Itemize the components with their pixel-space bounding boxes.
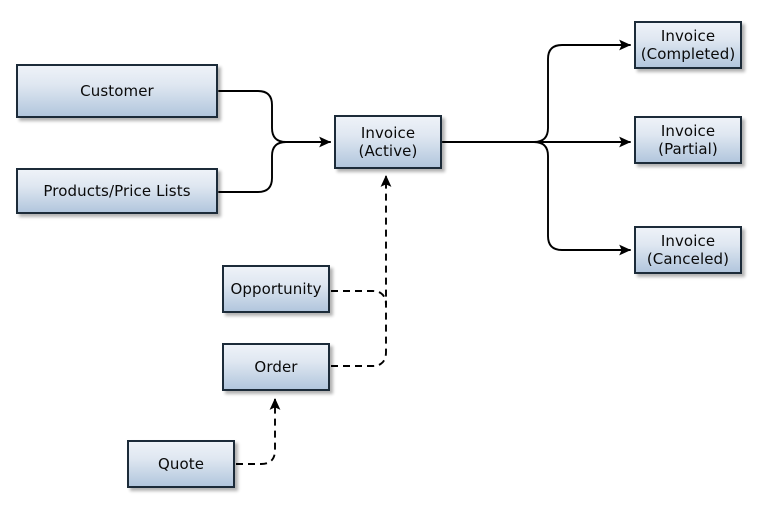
node-invoice-active-label: Invoice (Active) xyxy=(358,124,418,160)
node-customer[interactable]: Customer xyxy=(16,64,218,118)
node-invoice-completed-label: Invoice (Completed) xyxy=(640,27,736,63)
node-invoice-partial-label: Invoice (Partial) xyxy=(658,122,718,158)
node-opportunity[interactable]: Opportunity xyxy=(222,265,330,313)
edge-opportunity-to-invoice xyxy=(331,175,392,306)
edge-quote-to-order xyxy=(236,398,281,465)
node-invoice-completed[interactable]: Invoice (Completed) xyxy=(634,21,742,69)
node-order[interactable]: Order xyxy=(222,343,330,391)
node-order-label: Order xyxy=(254,358,298,376)
node-invoice-active[interactable]: Invoice (Active) xyxy=(334,115,442,169)
node-customer-label: Customer xyxy=(80,82,154,100)
node-invoice-partial[interactable]: Invoice (Partial) xyxy=(634,116,742,164)
node-products-price-lists[interactable]: Products/Price Lists xyxy=(16,168,218,214)
node-invoice-canceled[interactable]: Invoice (Canceled) xyxy=(634,226,742,274)
node-products-price-lists-label: Products/Price Lists xyxy=(43,182,191,200)
edge-order-to-invoice xyxy=(331,300,387,367)
edge-products-to-invoice xyxy=(218,141,331,193)
node-quote-label: Quote xyxy=(157,455,205,473)
edge-invoice-to-completed xyxy=(442,39,631,143)
node-invoice-canceled-label: Invoice (Canceled) xyxy=(646,232,730,268)
edge-invoice-to-canceled xyxy=(442,141,631,256)
edge-customer-to-invoice xyxy=(218,90,331,148)
node-quote[interactable]: Quote xyxy=(127,440,235,488)
node-opportunity-label: Opportunity xyxy=(230,280,322,298)
